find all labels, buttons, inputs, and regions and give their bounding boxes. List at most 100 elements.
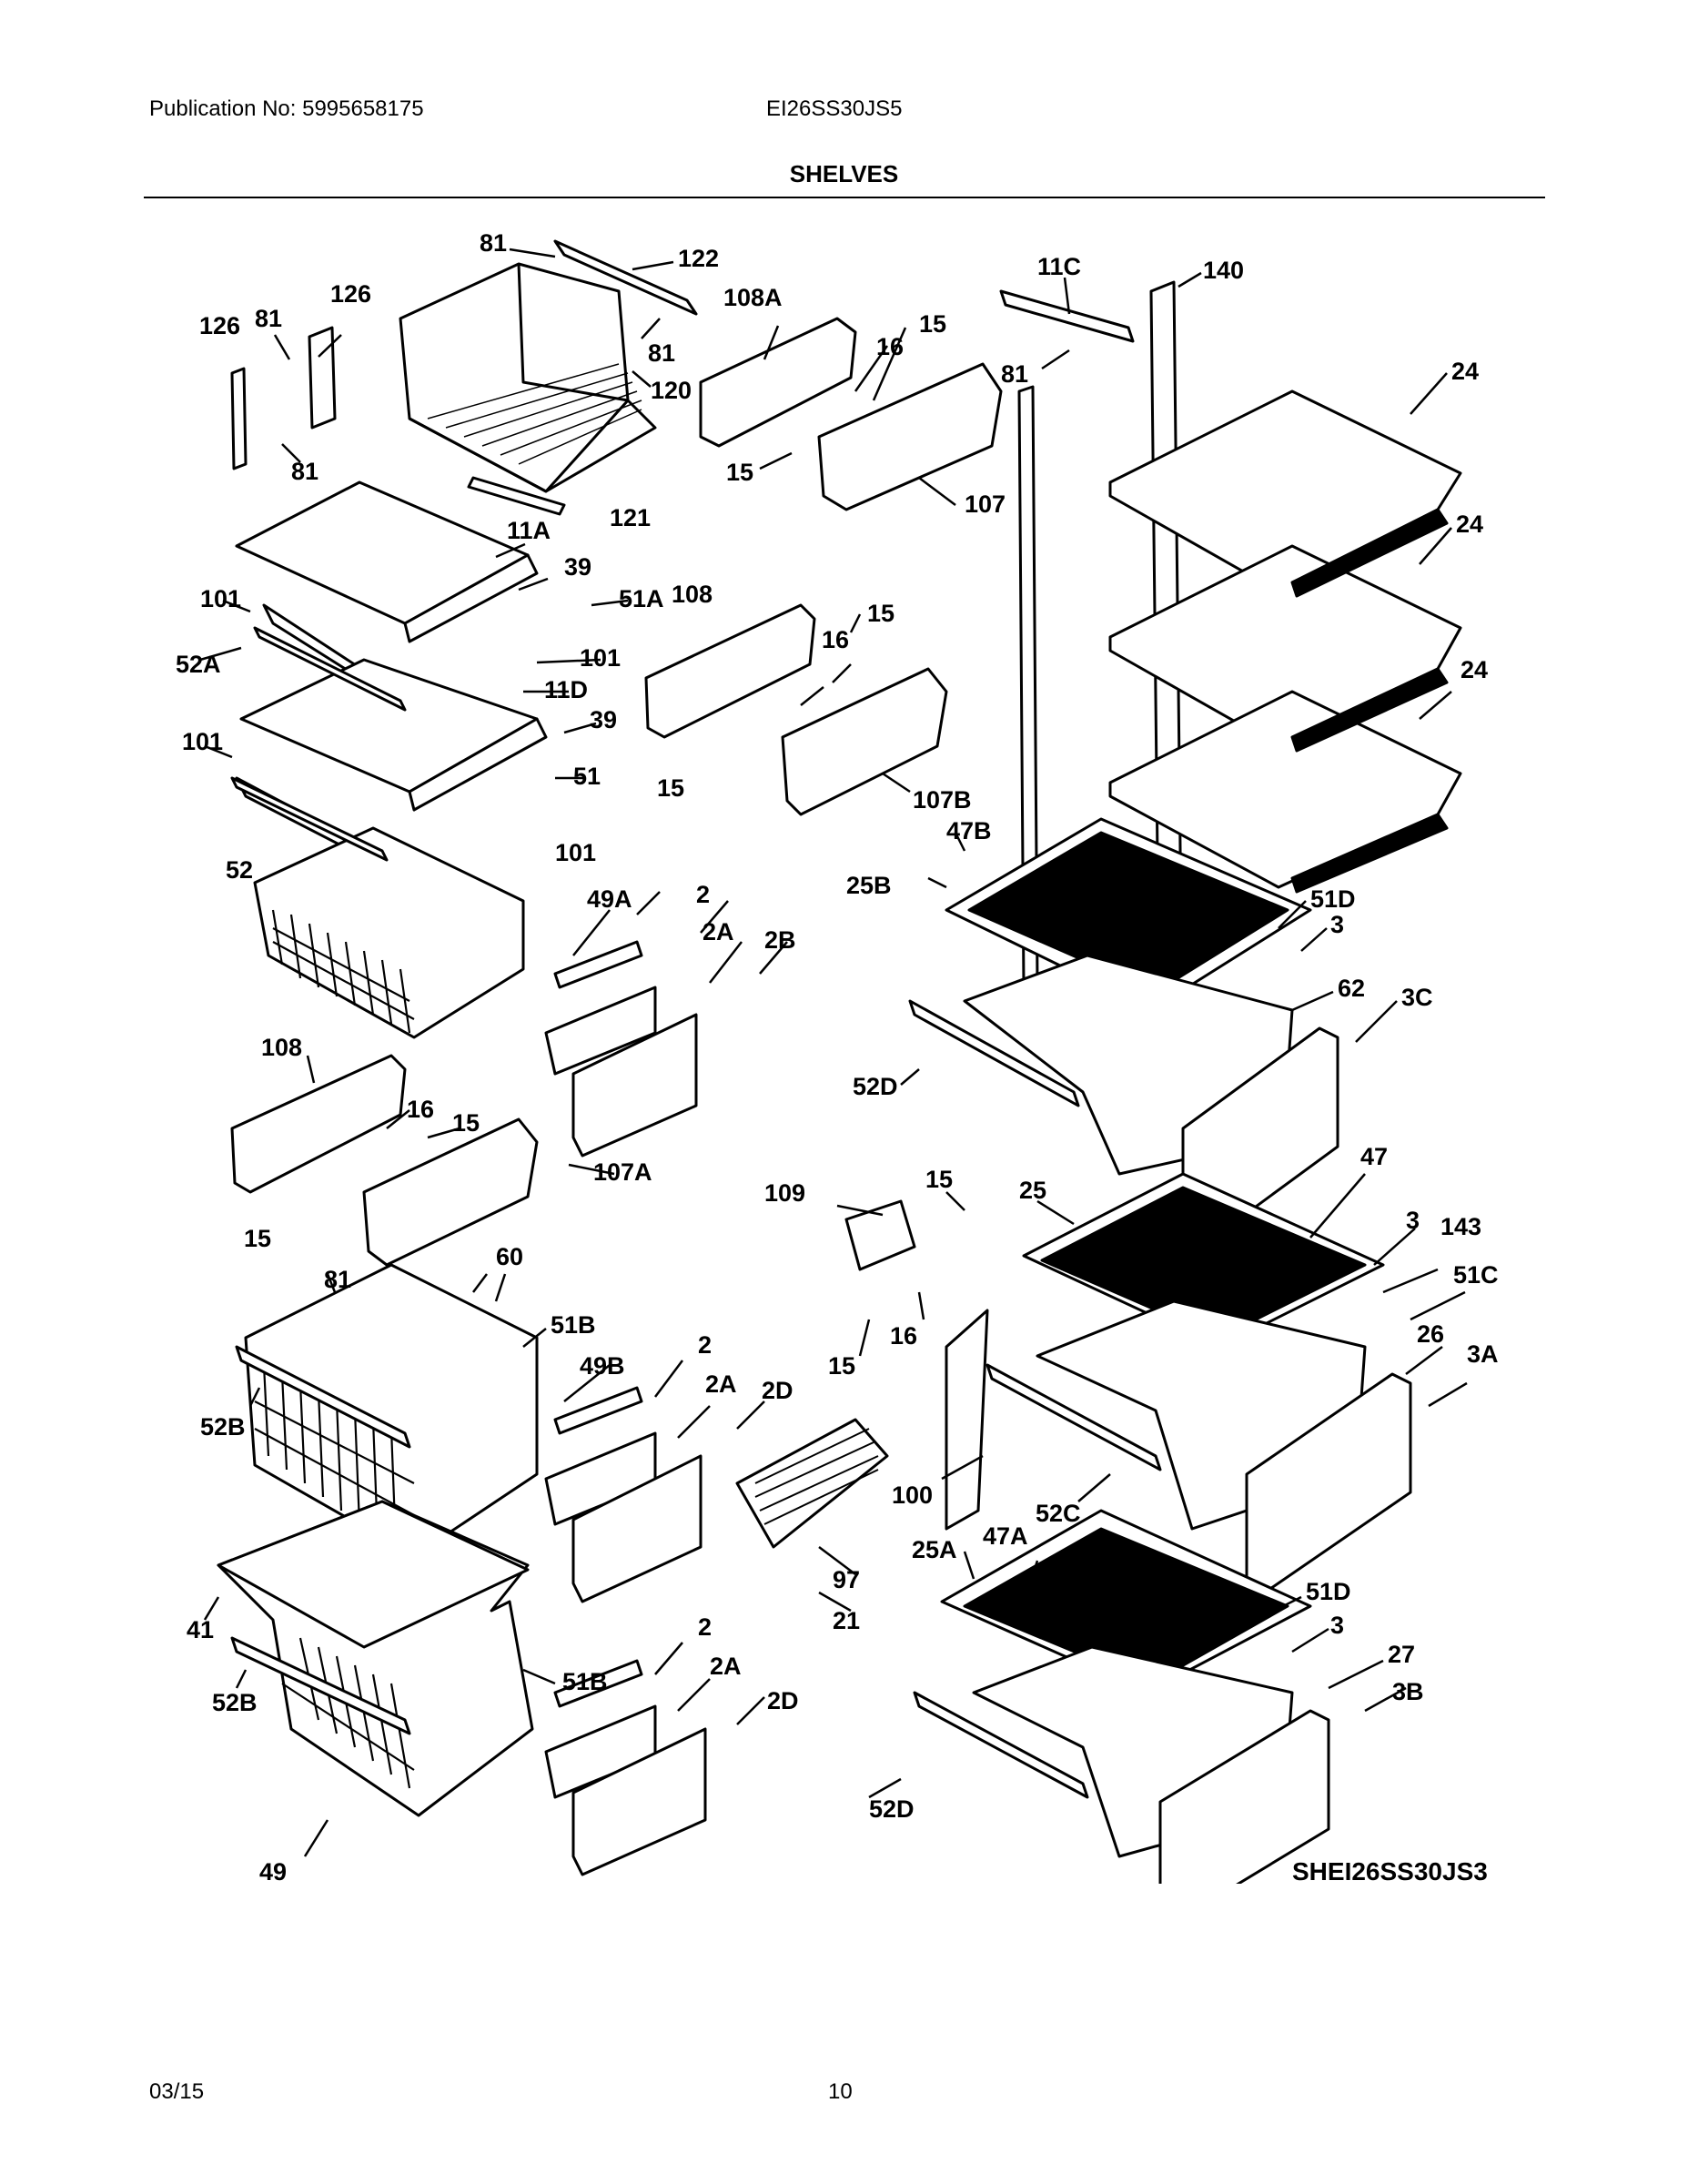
light-cover-107A (362, 1117, 539, 1267)
callout: 52C (1036, 1500, 1081, 1527)
callout: 11D (544, 676, 588, 703)
rail-11C (999, 289, 1135, 343)
front-3B (1158, 1709, 1330, 1884)
callout: 15 (726, 459, 753, 486)
trim-2 (553, 940, 643, 989)
callout: 51A (619, 585, 664, 612)
callout: 2A (702, 918, 734, 945)
callout: 16 (407, 1096, 434, 1123)
callout: 51D (1310, 885, 1356, 913)
callout: 52D (869, 1795, 915, 1823)
rail-52C (986, 1363, 1162, 1471)
callout: 51B (551, 1311, 596, 1339)
callout: 109 (764, 1179, 805, 1207)
callout: 49A (587, 885, 632, 913)
rail-121 (467, 476, 566, 516)
diagram-id: SHEI26SS30JS3 (1292, 1857, 1488, 1886)
callout: 15 (244, 1225, 271, 1252)
light-109 (844, 1199, 916, 1271)
light-housing-108-lower (230, 1054, 407, 1194)
callout: 16 (822, 626, 849, 653)
light-housing-108A (699, 317, 857, 448)
callout: 100 (892, 1481, 933, 1509)
section-title: SHELVES (789, 160, 899, 187)
callout: 16 (876, 333, 904, 360)
bracket-126-left (230, 367, 248, 470)
rail-52D-low (913, 1691, 1089, 1799)
exploded-parts-diagram: 81 122 126 81 126 81 81 120 121 108A 16 … (176, 229, 1499, 1884)
light-housing-108 (644, 603, 816, 739)
callout: 21 (833, 1607, 860, 1634)
callout: 39 (564, 553, 591, 581)
callout: 2B (764, 926, 796, 954)
callout: 2D (762, 1377, 793, 1404)
callout: 81 (291, 458, 318, 485)
callout: 25A (912, 1536, 957, 1563)
callout: 2A (710, 1653, 742, 1680)
callout: 25B (846, 872, 892, 899)
callout: 52B (212, 1689, 258, 1716)
callout: 101 (580, 644, 621, 672)
callout: 15 (657, 774, 684, 802)
callout: 101 (182, 728, 223, 755)
publication-number: Publication No: 5995658175 (149, 96, 424, 121)
callout: 16 (890, 1322, 917, 1350)
trim-2D-low (571, 1727, 707, 1876)
callout: 47A (983, 1522, 1028, 1550)
callout: 15 (452, 1109, 480, 1137)
callout: 24 (1461, 656, 1488, 683)
callout: 39 (590, 706, 617, 733)
callout: 97 (833, 1566, 860, 1593)
callout: 108 (672, 581, 713, 608)
callout: 2 (698, 1613, 712, 1641)
callout: 2D (767, 1687, 799, 1714)
bracket-122 (553, 239, 698, 316)
callout: 27 (1388, 1641, 1415, 1668)
wire-basket-49A (253, 826, 525, 1039)
rail-52D-top (908, 999, 1080, 1107)
callout: 51D (1306, 1578, 1351, 1605)
callout: 101 (555, 839, 596, 866)
model-number: EI26SS30JS5 (766, 96, 903, 121)
callout: 3 (1406, 1207, 1420, 1234)
bracket-126-right (308, 326, 337, 430)
trim-2-mid (553, 1386, 643, 1435)
light-cover-107B (781, 667, 948, 816)
callout: 120 (651, 377, 692, 404)
glass-shelf-11D (239, 658, 539, 794)
callout: 3 (1330, 911, 1344, 938)
callout: 41 (187, 1616, 214, 1643)
callout: 60 (496, 1243, 523, 1270)
callout: 2A (705, 1370, 737, 1398)
panel-100 (945, 1309, 989, 1531)
callout: 51 (573, 763, 601, 790)
callout: 81 (1001, 360, 1028, 388)
callout: 15 (925, 1166, 953, 1193)
callout: 24 (1451, 358, 1479, 385)
callout: 108 (261, 1034, 302, 1061)
callout: 15 (867, 600, 895, 627)
callout: 122 (678, 245, 719, 272)
callout: 107 (965, 490, 1006, 518)
light-cover-107 (817, 362, 1003, 511)
callout: 62 (1338, 975, 1365, 1002)
callout: 101 (200, 585, 241, 612)
callout: 126 (199, 312, 240, 339)
title-divider (144, 197, 1545, 198)
callout: 52D (853, 1073, 898, 1100)
callout: 51C (1453, 1261, 1499, 1289)
trim-2B (571, 1013, 698, 1158)
callout: 15 (919, 310, 946, 338)
callout: 2 (696, 881, 710, 908)
callout: 140 (1203, 257, 1244, 284)
trim-2-low (553, 1659, 643, 1708)
callout-leader-lines (199, 248, 1468, 1857)
page-number: 10 (828, 2079, 853, 2104)
rail-52 (230, 776, 389, 862)
callout: 108A (723, 284, 783, 311)
callout: 107B (913, 786, 972, 814)
callout: 49 (259, 1858, 287, 1884)
callout: 3C (1401, 984, 1433, 1011)
callout: 52 (226, 856, 253, 884)
callout: 121 (610, 504, 651, 531)
